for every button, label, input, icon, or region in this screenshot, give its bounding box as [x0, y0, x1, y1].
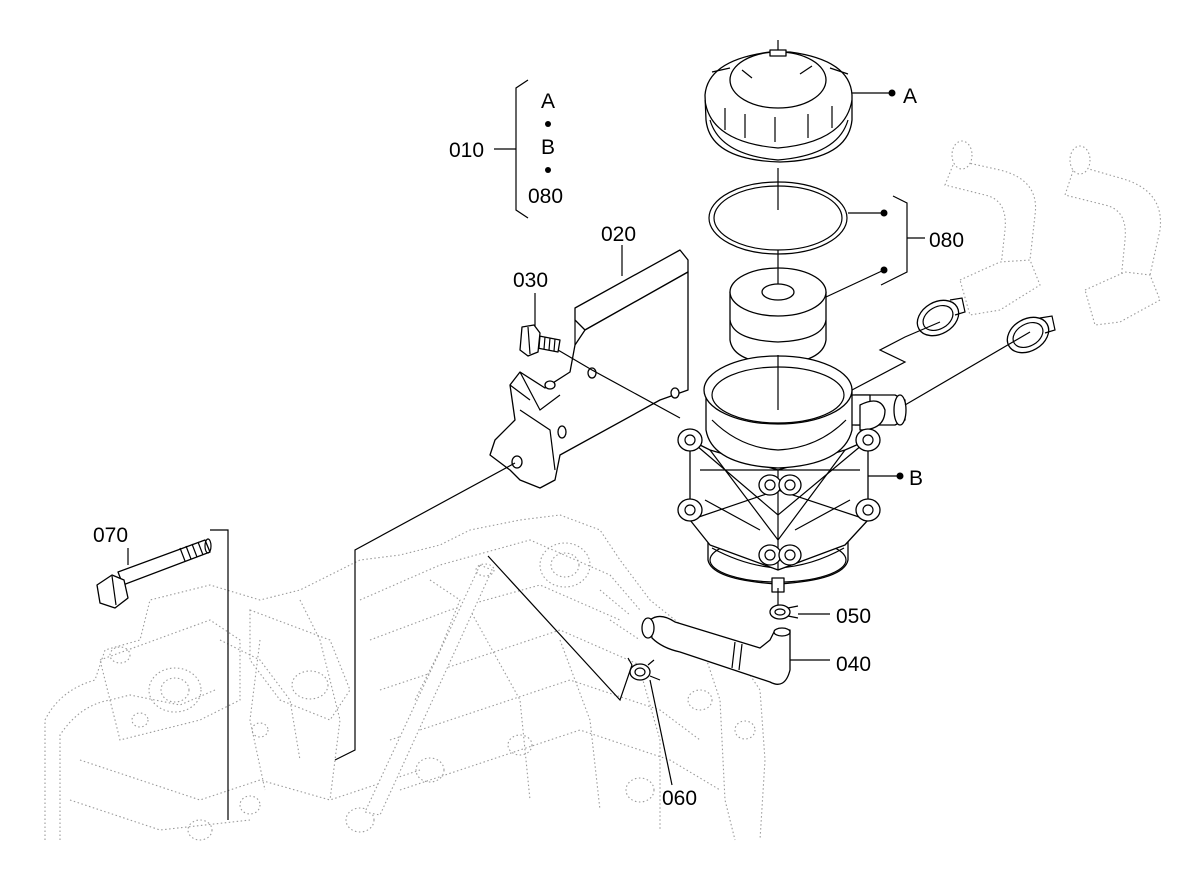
label-ref-a-group: A: [541, 90, 555, 113]
leader-lines: [127, 79, 1031, 820]
label-060: 060: [662, 787, 697, 810]
filter-cap: [704, 40, 853, 163]
label-080-group: 080: [528, 185, 563, 208]
part-labels: 010 A B 080 A 080 020 030 B 070 050 040 …: [93, 85, 964, 810]
label-050: 050: [836, 605, 871, 628]
air-hoses: [944, 140, 1162, 326]
filter-element-080: [729, 267, 827, 365]
label-ref-b-group: B: [541, 136, 555, 159]
label-020: 020: [601, 223, 636, 246]
engine-block-outline: [44, 514, 766, 841]
hose-040: [641, 615, 791, 685]
clamp-060: [627, 657, 661, 681]
label-040: 040: [836, 653, 871, 676]
bolt-070: [96, 538, 212, 609]
filter-housing: [677, 355, 907, 593]
label-030: 030: [513, 269, 548, 292]
hose-clamp-left: [916, 297, 966, 337]
clamp-050: [769, 604, 799, 620]
label-ref-b: B: [909, 467, 923, 490]
label-070: 070: [93, 524, 128, 547]
label-ref-a: A: [903, 85, 917, 108]
label-080: 080: [929, 229, 964, 252]
label-010: 010: [449, 139, 484, 162]
hose-clamp-right: [1006, 315, 1056, 354]
bolt-030: [519, 324, 561, 357]
bracket-020: [489, 249, 689, 489]
